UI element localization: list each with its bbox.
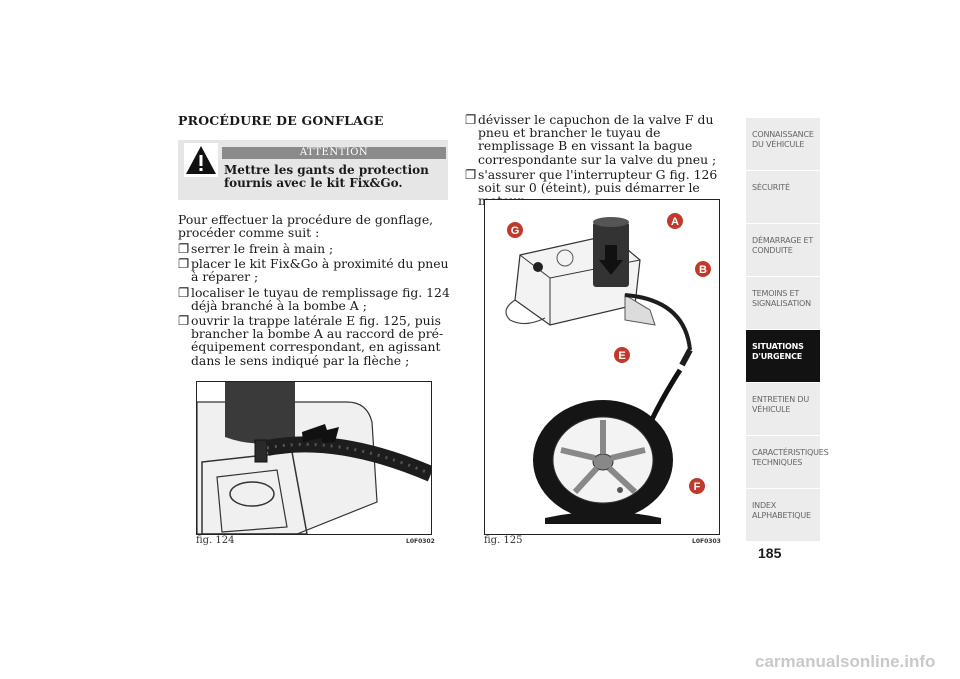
sidebar-item-situations[interactable]: SITUATIONS D'URGENCE [746,330,820,382]
sidebar-item-temoins[interactable]: TEMOINS ET SIGNALISATION [746,277,820,329]
checkbox-bullet-icon: ❐ [465,166,477,182]
figure-124-code: L0F0302 [406,538,435,545]
page-number: 185 [758,545,782,561]
sidebar-item-label: CONNAISSANCE DU VÉHICULE [752,130,814,149]
warning-triangle-icon [184,143,218,177]
list-item: ❐placer le kit Fix&Go à proximité du pne… [178,256,449,285]
callout-F: F [689,478,705,494]
sidebar-item-caracteristiques[interactable]: CARACTÉRISTIQUES TECHNIQUES [746,436,829,488]
checkbox-bullet-icon: ❐ [178,256,190,272]
checkbox-bullet-icon: ❐ [178,241,190,256]
steps-right-list: ❐dévisser le capuchon de la valve F du p… [465,112,740,208]
checkbox-bullet-icon: ❐ [178,284,190,300]
sidebar-item-label: DÉMARRAGE ET CONDUITE [752,236,814,255]
list-item: ❐localiser le tuyau de remplissage fig. … [178,284,450,313]
svg-text:G: G [511,225,520,237]
steps-left-list: ❐serrer le frein à main ; ❐placer le kit… [178,242,450,367]
svg-text:E: E [618,350,625,362]
figure-125-caption: fig. 125 [484,535,523,546]
figure-125-code: L0F0303 [692,538,721,545]
figure-124-caption: fig. 124 [196,535,235,546]
callout-B: B [695,261,711,277]
sidebar-item-label: INDEX ALPHABETIQUE [752,501,811,520]
hose-canister-illustration [196,382,435,535]
sidebar-item-connaissance[interactable]: CONNAISSANCE DU VÉHICULE [746,118,820,170]
list-item: ❐ouvrir la trappe latérale E fig. 125, p… [178,313,444,368]
warning-text: Mettre les gants de protection fournis a… [224,163,429,190]
checkbox-bullet-icon: ❐ [465,112,477,127]
svg-text:A: A [671,216,679,228]
sidebar-item-entretien[interactable]: ENTRETIEN DU VÉHICULE [746,383,820,435]
section-title: PROCÉDURE DE GONFLAGE [178,113,384,128]
sidebar-item-securite[interactable]: SÉCURITÉ [746,171,820,223]
sidebar-item-label: CARACTÉRISTIQUES TECHNIQUES [752,448,829,467]
warning-heading: ATTENTION [222,147,446,159]
callout-A: A [667,213,683,229]
figure-125: A B E F G [484,199,720,535]
figure-124 [196,381,435,535]
list-item: ❐s'assurer que l'interrupteur G fig. 126… [465,166,718,208]
sidebar-item-index[interactable]: INDEX ALPHABETIQUE [746,489,820,541]
checkbox-bullet-icon: ❐ [178,313,190,329]
sidebar-item-label: TEMOINS ET SIGNALISATION [752,289,811,308]
list-item: ❐serrer le frein à main ; [178,241,334,256]
sidebar-item-demarrage[interactable]: DÉMARRAGE ET CONDUITE [746,224,820,276]
warning-box: ATTENTION Mettre les gants de protection… [178,140,448,200]
repair-kit-and-tyre-illustration: A B E F G [505,213,711,524]
sidebar-item-label: SÉCURITÉ [752,183,790,192]
sidebar-item-label: ENTRETIEN DU VÉHICULE [752,395,809,414]
intro-paragraph: Pour effectuer la procédure de gonflage,… [178,212,434,241]
callout-G: G [507,222,523,238]
watermark-text: carmanualsonline.info [755,652,936,671]
list-item: ❐dévisser le capuchon de la valve F du p… [465,112,717,167]
svg-text:B: B [699,264,707,276]
callout-E: E [614,347,630,363]
svg-text:F: F [694,481,701,493]
sidebar-item-label: SITUATIONS D'URGENCE [752,342,804,361]
